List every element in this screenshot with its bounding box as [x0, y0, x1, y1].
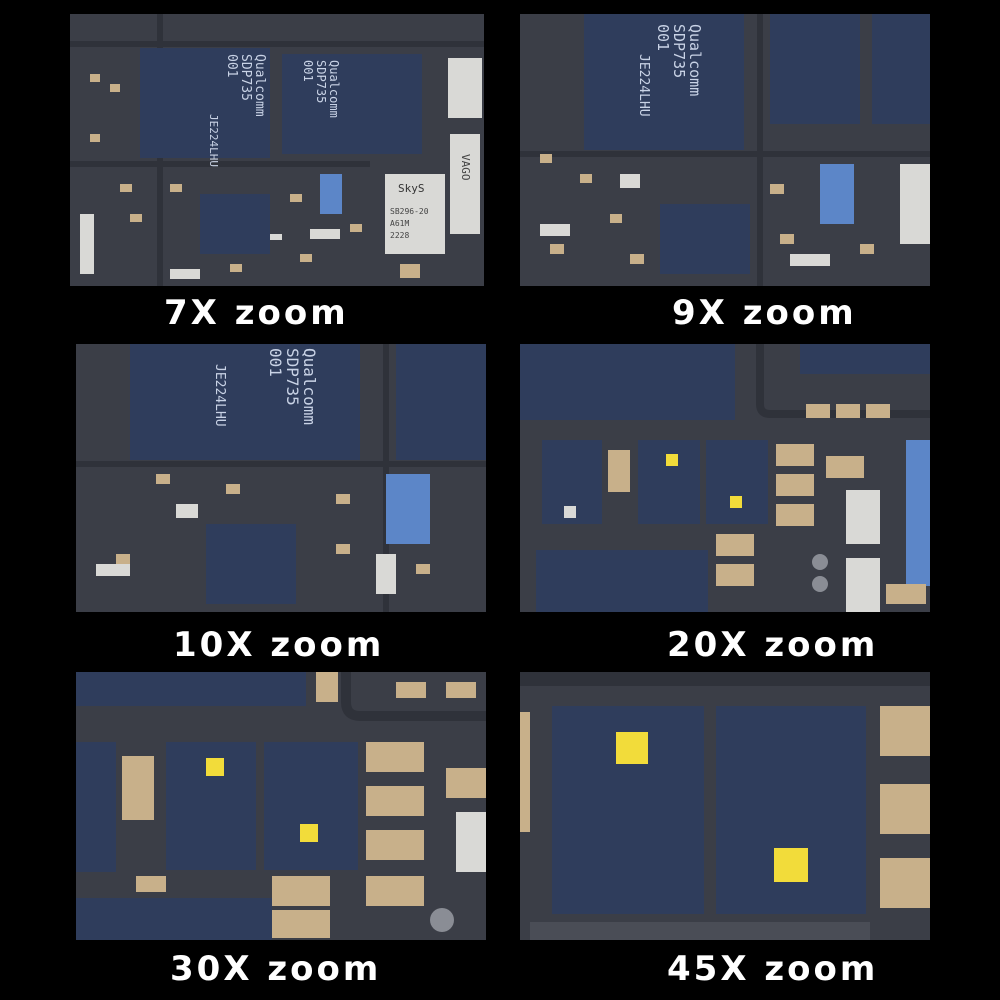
caption-9x: 9X zoom: [672, 293, 857, 333]
svg-text:Qualcomm: Qualcomm: [300, 348, 319, 425]
svg-text:JE224LHU: JE224LHU: [212, 364, 227, 427]
svg-text:Qualcomm: Qualcomm: [252, 54, 267, 117]
pcb-image-9x: Qualcomm SDP735 001 JE224LHU: [520, 14, 930, 286]
zoom-panel-45x: [520, 672, 930, 940]
svg-text:SDP735: SDP735: [238, 54, 253, 101]
pcb-image-20x: [520, 344, 930, 612]
svg-text:SDP735: SDP735: [283, 348, 302, 406]
svg-text:2228: 2228: [390, 231, 409, 240]
svg-text:001: 001: [224, 54, 239, 77]
svg-text:VAGO: VAGO: [459, 154, 472, 181]
svg-text:JE224LHU: JE224LHU: [207, 114, 220, 167]
svg-text:JE224LHU: JE224LHU: [636, 54, 651, 117]
svg-text:001: 001: [654, 24, 672, 51]
caption-45x: 45X zoom: [667, 949, 879, 989]
svg-text:A61M: A61M: [390, 219, 409, 228]
zoom-panel-10x: Qualcomm SDP735 001 JE224LHU: [76, 344, 486, 612]
svg-text:001: 001: [301, 60, 315, 82]
pcb-image-30x: [76, 672, 486, 940]
zoom-panel-9x: Qualcomm SDP735 001 JE224LHU: [520, 14, 930, 286]
svg-text:SDP735: SDP735: [314, 60, 328, 103]
zoom-panel-7x: Qualcomm SDP735 001 JE224LHU Qualcomm SD…: [70, 14, 484, 286]
svg-text:SkyS: SkyS: [398, 182, 425, 195]
pcb-image-45x: [520, 672, 930, 940]
rf-chip: [385, 174, 445, 254]
svg-text:Qualcomm: Qualcomm: [327, 60, 341, 118]
soc-chip: [140, 48, 270, 158]
svg-text:SB296-20: SB296-20: [390, 207, 429, 216]
caption-30x: 30X zoom: [170, 949, 382, 989]
zoom-panel-20x: [520, 344, 930, 612]
caption-10x: 10X zoom: [173, 625, 385, 665]
svg-text:001: 001: [266, 348, 285, 377]
pcb-image-7x: Qualcomm SDP735 001 JE224LHU Qualcomm SD…: [70, 14, 484, 286]
caption-7x: 7X zoom: [164, 293, 349, 333]
svg-text:SDP735: SDP735: [670, 24, 688, 78]
svg-text:Qualcomm: Qualcomm: [686, 24, 704, 96]
zoom-panel-30x: [76, 672, 486, 940]
pcb-image-10x: Qualcomm SDP735 001 JE224LHU: [76, 344, 486, 612]
caption-20x: 20X zoom: [667, 625, 879, 665]
